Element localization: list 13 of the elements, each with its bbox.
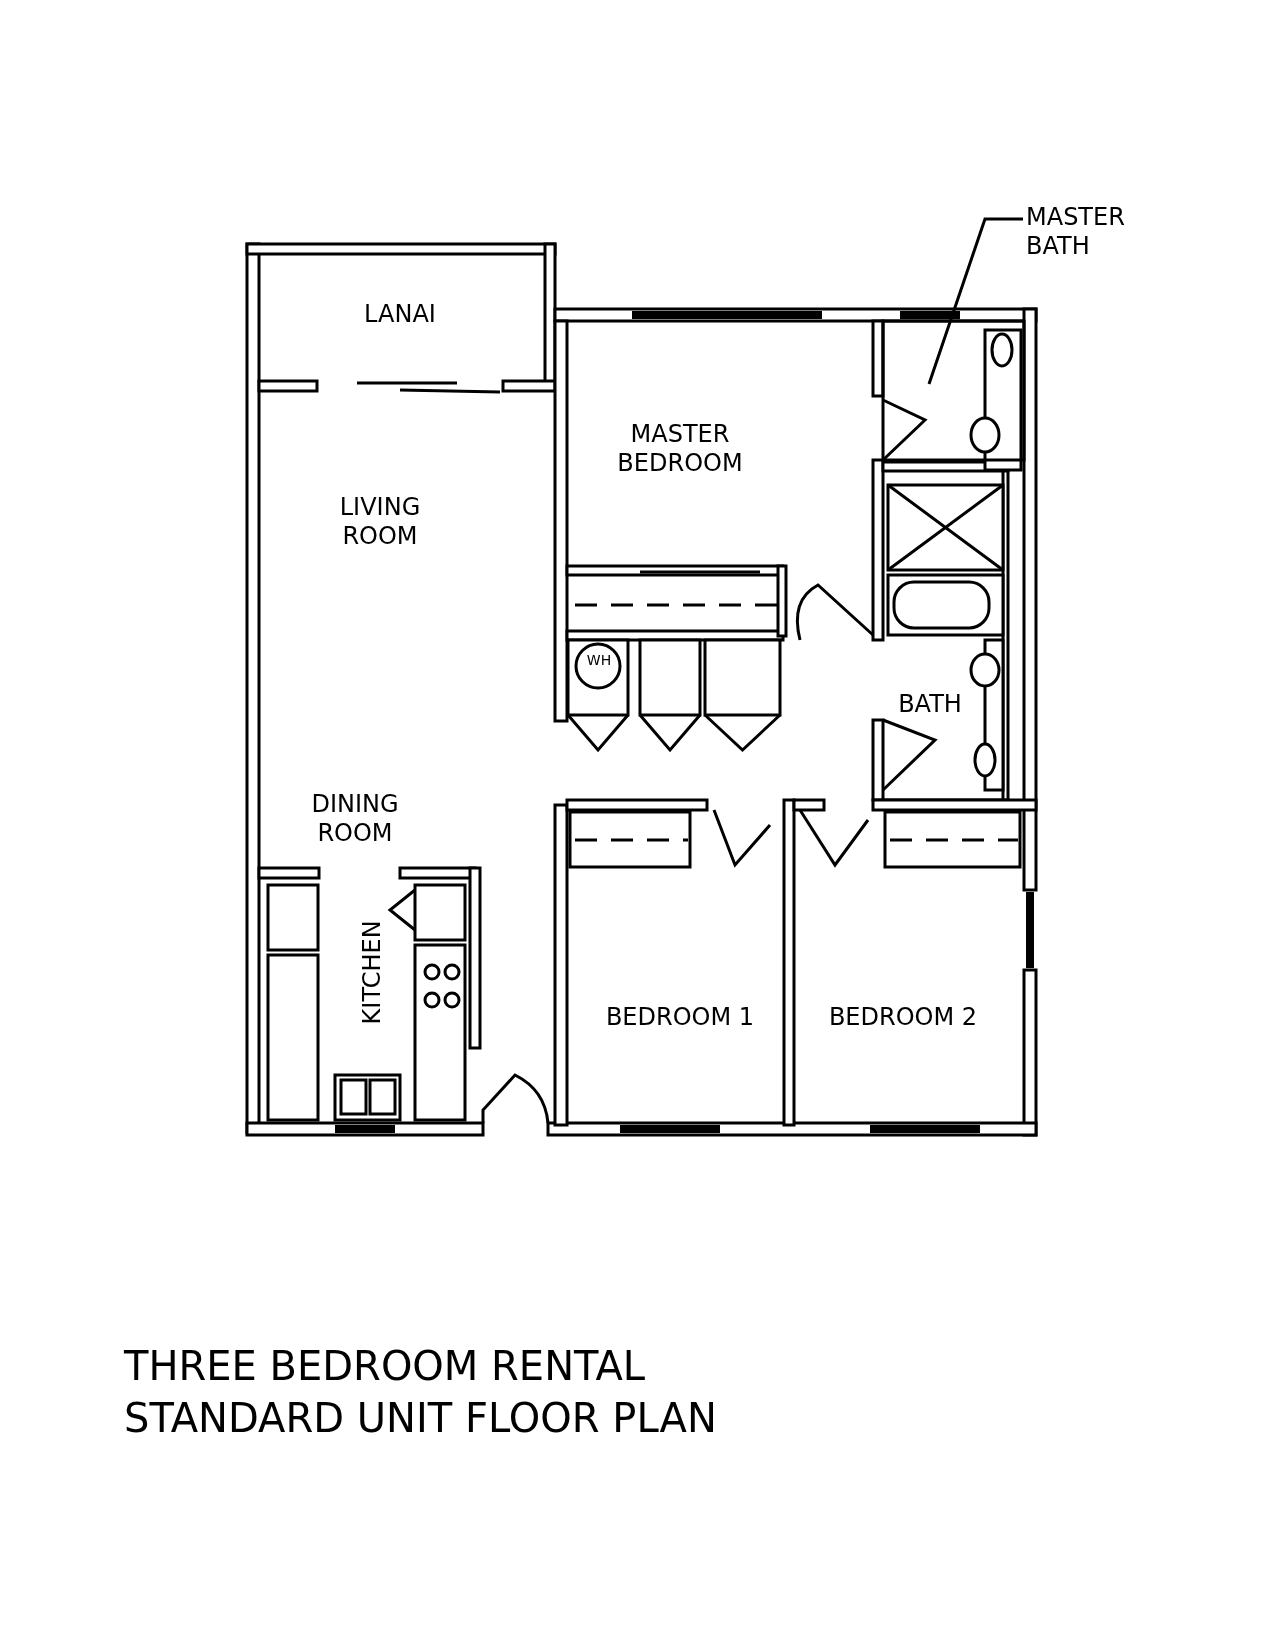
room-label: BATH — [897, 690, 963, 719]
callout-label: MASTER BATH — [1026, 203, 1151, 261]
room-label: DINING ROOM — [310, 790, 400, 848]
room-label: MASTER BEDROOM — [616, 420, 744, 478]
leader-line — [927, 217, 1023, 385]
room-label: LANAI — [363, 300, 437, 329]
room-label: BEDROOM 1 — [604, 1003, 756, 1032]
room-label: KITCHEN — [357, 919, 387, 1027]
room-label: BEDROOM 2 — [827, 1003, 979, 1032]
room-label: LIVING ROOM — [338, 493, 422, 551]
plan-title: THREE BEDROOM RENTAL STANDARD UNIT FLOOR PLAN — [124, 1342, 718, 1443]
bathroom-area — [881, 319, 1026, 462]
water-heater-label: WH — [585, 652, 613, 669]
